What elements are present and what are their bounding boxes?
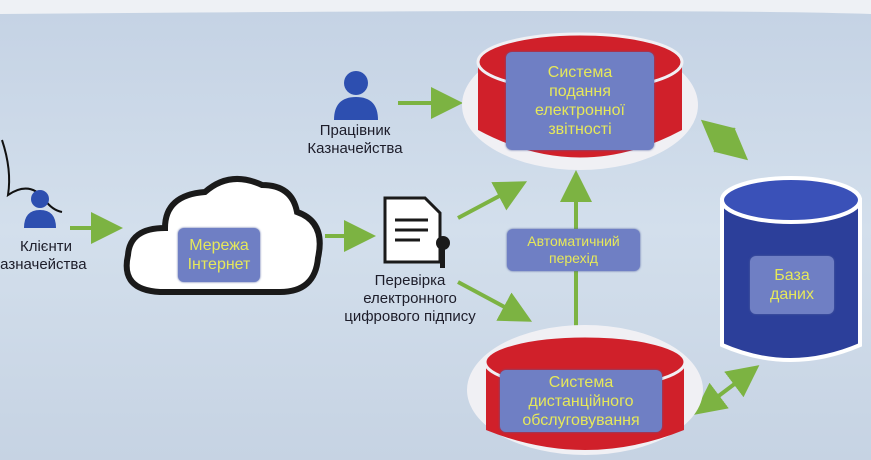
pen-scribble [1, 139, 63, 213]
internet-line1: Мережа [189, 237, 249, 254]
arrow-signature-remote [457, 280, 533, 322]
database-line1: База [774, 267, 810, 284]
clients-label-line2: Казначейства [0, 256, 87, 273]
worker-label: Працівник Казначейства [290, 122, 420, 158]
database-box: База даних [750, 256, 834, 314]
internet-box: Мережа Інтернет [178, 228, 260, 282]
document-key-icon [383, 196, 450, 268]
signature-line2: електронного [363, 290, 457, 307]
remote-line1: Система [548, 373, 614, 391]
signature-line3: цифрового підпису [344, 308, 476, 325]
reporting-line1: Система [547, 64, 613, 81]
worker-label-line1: Працівник [319, 122, 391, 139]
reporting-line4: звітності [548, 121, 612, 138]
internet-line2: Інтернет [187, 256, 251, 273]
reporting-line2: подання [549, 83, 611, 100]
top-edge [0, 0, 871, 14]
auto-line1: Автоматичний [527, 233, 620, 249]
signature-label: Перевірка електронного цифрового підпису [325, 272, 495, 326]
arrow-remote-database [693, 365, 760, 415]
worker-label-line2: Казначейства [307, 140, 403, 157]
clients-person-icon [24, 190, 56, 228]
arrow-reporting-database [700, 119, 749, 161]
remote-line3: обслуговування [522, 411, 640, 429]
arrow-signature-reporting [457, 181, 528, 220]
auto-line2: перехід [549, 250, 598, 266]
auto-transition-box: Автоматичний перехід [507, 229, 640, 271]
remote-line2: дистанційного [528, 392, 634, 410]
reporting-line3: електронної [535, 102, 625, 119]
clients-label-line1: Клієнти [19, 238, 72, 255]
clients-label: Клієнти Казначейства [0, 238, 92, 274]
signature-line1: Перевірка [374, 272, 446, 289]
worker-person-icon [334, 71, 378, 120]
database-line2: даних [769, 286, 814, 303]
reporting-system-box: Система подання електронної звітності [506, 52, 654, 150]
remote-service-box: Система дистанційного обслуговування [500, 370, 662, 432]
